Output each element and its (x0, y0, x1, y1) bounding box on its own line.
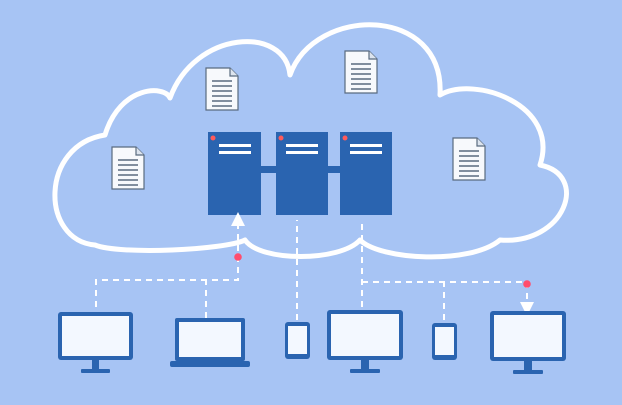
monitor-icon (58, 312, 133, 373)
monitor-icon (490, 311, 566, 374)
phone-icon (285, 322, 310, 359)
server-link (260, 166, 278, 173)
server-icon (276, 132, 328, 215)
connector-line (95, 212, 245, 307)
server-icon (340, 132, 392, 215)
document-icon (344, 50, 378, 94)
laptop-icon (170, 318, 250, 367)
server-icon (208, 132, 261, 215)
cloud-outline-icon (52, 22, 569, 260)
document-icon (205, 67, 239, 111)
server-link (327, 166, 343, 173)
phone-icon (432, 323, 457, 360)
monitor-icon (327, 310, 403, 373)
connection-lines (95, 212, 534, 320)
document-icon (111, 146, 145, 190)
document-icon (452, 137, 486, 181)
connector-dot (523, 280, 531, 288)
connector-dot (234, 253, 242, 261)
